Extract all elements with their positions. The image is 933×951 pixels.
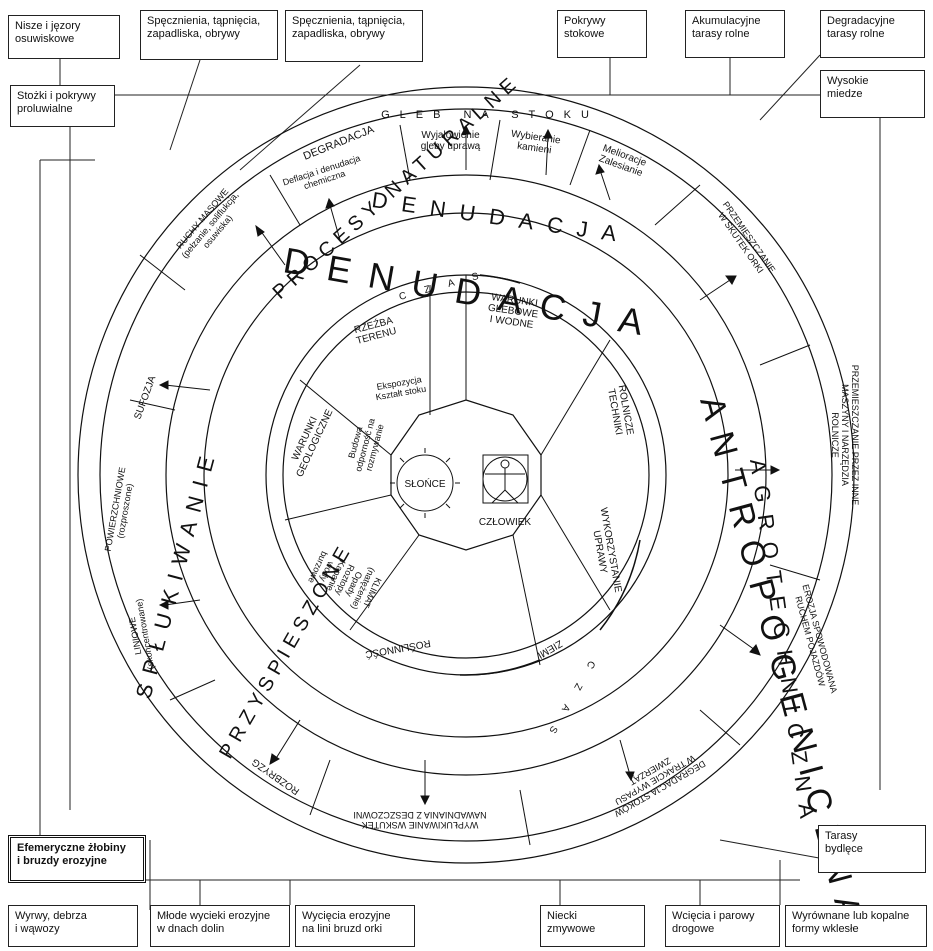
slonce-label: SŁOŃCE — [404, 477, 445, 490]
box-efemeryczne: Efemeryczne żłobiny i bruzdy erozyjne — [8, 835, 146, 883]
connector-lines — [30, 54, 881, 910]
box-wyrwy: Wyrwy, debrza i wąwozy — [8, 905, 138, 947]
time-arrows — [459, 274, 641, 676]
roslinnosc: ROŚLINNOŚĆ — [364, 637, 431, 661]
box-spekania-1: Spęcznienia, tąpnięcia, zapadliska, obry… — [140, 10, 278, 60]
sufozja: SUFOZJA — [132, 374, 158, 421]
box-nisze: Nisze i jęzory osuwiskowe — [8, 15, 120, 59]
sun-icon — [390, 448, 460, 518]
box-bydlece: Tarasy bydlęce — [818, 825, 926, 873]
box-wyrownane: Wyrównane lub kopalne formy wklesłe — [785, 905, 927, 947]
box-niecki: Niecki zmywowe — [540, 905, 645, 947]
box-degradacyjne: Degradacyjne tarasy rolne — [820, 10, 925, 58]
box-stozki: Stożki i pokrywy proluwialne — [10, 85, 115, 127]
box-wciecia: Wcięcia i parowy drogowe — [665, 905, 780, 947]
arrows — [158, 124, 781, 806]
box-spekania-2: Spęcznienia, tąpnięcia, zapadliska, obry… — [285, 10, 423, 62]
czas-bottom: C Z A S — [542, 659, 596, 742]
box-akumulacyjne: Akumulacyjne tarasy rolne — [685, 10, 785, 58]
box-pokrywy: Pokrywy stokowe — [557, 10, 647, 58]
box-mlode: Młode wycieki erozyjne w dnach dolin — [150, 905, 290, 947]
box-miedze: Wysokie miedze — [820, 70, 925, 118]
przemieszczanie-maszyny: PRZEMIESZCZANIE PRZEZ INNE MASZYNY I NAR… — [830, 364, 860, 506]
wyplukiwanie: WYPŁUKIWANIE WSKUTEK NAWADNIANIA Z DESZC… — [353, 810, 487, 830]
box-wyciecia: Wycięcia erozyjne na lini bruzd orki — [295, 905, 415, 947]
czlowiek-label: CZŁOWIEK — [479, 517, 532, 528]
gleb-na-stoku: GLEB NA STOKU — [381, 109, 599, 121]
sector-dividers — [129, 119, 821, 846]
denudacja-top: DENUDACJA — [370, 187, 631, 248]
wyjalowienie: Wyjałowienie gleby uprawą — [420, 130, 481, 152]
vitruvian-man-icon — [482, 454, 529, 504]
